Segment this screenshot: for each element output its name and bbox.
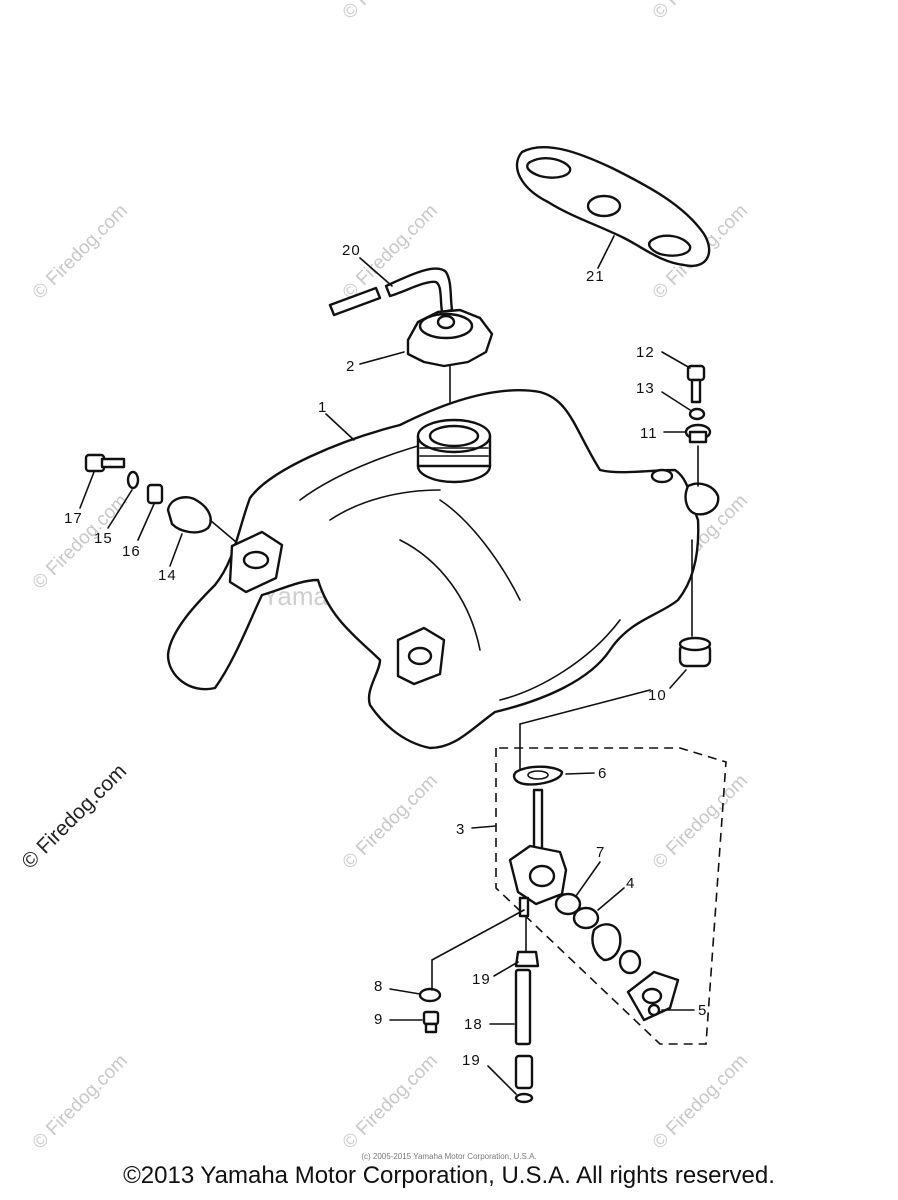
watermark-text: © Firedog.com (649, 1050, 752, 1153)
callout-18: 18 (464, 1016, 483, 1033)
callout-6: 6 (598, 765, 607, 782)
callout-9: 9 (374, 1011, 383, 1028)
callout-13: 13 (636, 380, 655, 397)
callout-5: 5 (698, 1002, 707, 1019)
part-14-damper (166, 496, 237, 543)
part-19-clip-upper (514, 915, 540, 968)
part-19-clip-lower (514, 1054, 534, 1104)
part-17-bolt (84, 453, 126, 473)
part-lever (591, 923, 622, 962)
callout-16: 16 (122, 543, 141, 560)
callout-14: 14 (158, 567, 177, 584)
watermark-text: © Firedog.com (339, 0, 442, 24)
callout-19-lower: 19 (462, 1052, 481, 1069)
part-10-damper (678, 539, 712, 668)
callout-12: 12 (636, 344, 655, 361)
part-11-collar (684, 423, 712, 487)
callout-4: 4 (626, 875, 635, 892)
callout-19-upper: 19 (472, 971, 491, 988)
watermark-text: © Firedog.com (649, 770, 752, 873)
part-21-plate (515, 145, 711, 268)
part-3-fuel-cock (508, 788, 568, 918)
watermark-text: © Firedog.com (339, 770, 442, 873)
watermark-text: © Firedog.com (649, 0, 752, 24)
watermark-text: © Firedog.com (29, 200, 132, 303)
part-8-washer (418, 909, 525, 1003)
callout-20: 20 (342, 242, 361, 259)
callout-8: 8 (374, 978, 383, 995)
watermark-text: © Firedog.com (339, 1050, 442, 1153)
callout-7: 7 (596, 844, 605, 861)
part-1-fuel-tank (166, 389, 720, 750)
callout-17: 17 (64, 510, 83, 527)
part-9-plug (422, 1010, 440, 1034)
callout-1: 1 (318, 399, 327, 416)
part-18-fuel-hose (514, 968, 532, 1046)
callout-layer: 1 2 3 4 5 6 7 8 9 10 11 12 13 14 15 16 1… (64, 235, 707, 1095)
part-3-fuel-cock-group (495, 689, 727, 1045)
callout-10: 10 (648, 687, 667, 704)
copyright-notice: ©2013 Yamaha Motor Corporation, U.S.A. A… (123, 1162, 775, 1189)
watermark-text-dark: © Firedog.com (17, 760, 131, 874)
part-2-fuel-cap (406, 308, 494, 421)
callout-11: 11 (640, 425, 658, 442)
small-copyright: (c) 2005-2015 Yamaha Motor Corporation, … (361, 1152, 537, 1161)
part-6-gasket (512, 765, 564, 786)
part-7-o-ring (554, 892, 582, 916)
part-15-washer (126, 470, 140, 490)
part-12-bolt (686, 364, 706, 404)
callout-15: 15 (94, 530, 113, 547)
callout-3: 3 (456, 821, 465, 838)
callout-2: 2 (346, 358, 355, 375)
part-5-screw (647, 1003, 661, 1017)
part-13-washer (688, 407, 706, 421)
part-o-ring-2 (618, 949, 642, 975)
part-4-seal (572, 906, 600, 930)
callout-21: 21 (586, 268, 605, 285)
watermark-text: © Firedog.com (29, 1050, 132, 1153)
part-16-collar (146, 483, 164, 505)
part-cover-plate (626, 970, 680, 1022)
